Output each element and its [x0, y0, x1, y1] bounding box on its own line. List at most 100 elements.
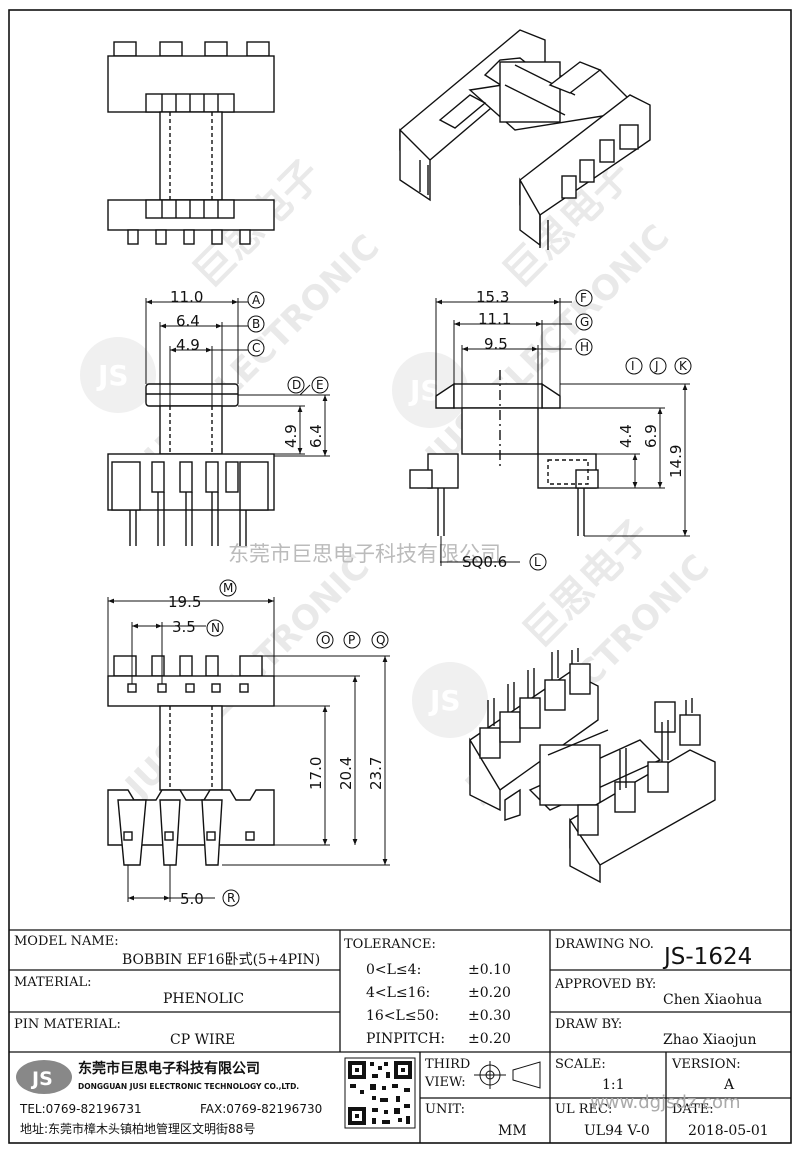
marker-a: A: [252, 293, 261, 307]
front-view-markers: [247, 291, 329, 394]
marker-q: Q: [376, 633, 385, 647]
version-label: VERSION:: [671, 1057, 741, 1072]
site-watermark: www.dgjsdz.com: [590, 1092, 741, 1113]
unit-label: UNIT:: [425, 1102, 465, 1117]
side-view-dims: [435, 298, 690, 566]
material-label: MATERIAL:: [14, 975, 91, 990]
drawing-no-label: DRAWING NO.: [555, 937, 654, 952]
approved-by-label: APPROVED BY:: [554, 977, 656, 992]
date-value: 2018-05-01: [688, 1123, 769, 1139]
bottom-view-labels: 19.5 3.5 17.0 20.4 23.7 5.0: [168, 593, 385, 908]
title-block: [9, 929, 791, 1143]
third-view-label-2: VIEW:: [424, 1075, 466, 1090]
draw-by-value: Zhao Xiaojun: [663, 1032, 757, 1048]
logo-watermark-icon: [392, 352, 468, 428]
tolerance-value-2: ±0.20: [468, 985, 511, 1001]
dim-height-d: 4.9: [282, 424, 300, 448]
tolerance-value-3: ±0.30: [468, 1008, 511, 1024]
tolerance-range-3: 16<L≤50:: [366, 1008, 439, 1024]
tolerance-range-2: 4<L≤16:: [366, 985, 430, 1001]
dim-h2: 6.9: [642, 424, 660, 448]
company-logo: JS: [16, 1060, 72, 1094]
marker-p: P: [348, 633, 355, 647]
side-view: [409, 370, 599, 536]
front-view-dims: [145, 298, 330, 457]
company-name-cn: 东莞市巨思电子科技有限公司: [78, 1060, 260, 1077]
top-view: [107, 41, 275, 245]
model-name-value: BOBBIN EF16卧式(5+4PIN): [122, 952, 320, 968]
scale-label: SCALE:: [555, 1057, 606, 1072]
dim-height-q: 23.7: [367, 757, 385, 790]
third-angle-icon: [474, 1061, 541, 1089]
tolerance-range-1: 0<L≤4:: [366, 962, 421, 978]
version-value: A: [723, 1077, 735, 1093]
marker-l: L: [534, 555, 541, 569]
marker-i: I: [631, 359, 635, 373]
logo-watermark-text: JS: [408, 374, 441, 407]
dim-r: 5.0: [180, 890, 204, 908]
ul-rec-value: UL94 V-0: [584, 1123, 650, 1139]
company-fax: FAX:0769-82196730: [200, 1102, 322, 1116]
marker-h: H: [580, 340, 589, 354]
scale-value: 1:1: [602, 1077, 625, 1093]
front-view-labels: 11.0 6.4 4.9 4.9 6.4: [170, 288, 325, 448]
tolerance-value-4: ±0.20: [468, 1031, 511, 1047]
marker-c: C: [252, 341, 260, 355]
marker-r: R: [227, 891, 235, 905]
bottom-view: [107, 655, 275, 866]
tolerance-range-4: PINPITCH:: [366, 1031, 445, 1047]
drawing-no-value: JS-1624: [662, 944, 752, 970]
pin-material-label: PIN MATERIAL:: [14, 1017, 121, 1032]
marker-o: O: [321, 633, 330, 647]
bottom-view-markers: [206, 579, 389, 907]
dim-width-m: 19.5: [168, 593, 201, 611]
date-label: DATE:: [672, 1102, 714, 1117]
logo-watermark-text: JS: [96, 359, 129, 392]
dim-pitch-n: 3.5: [172, 618, 196, 636]
dim-height-p: 20.4: [337, 757, 355, 790]
dim-pin-size: SQ0.6: [462, 553, 507, 571]
front-view: [107, 383, 275, 546]
company-address: 地址:东莞市樟木头镇柏地管理区文明街88号: [20, 1121, 255, 1136]
dim-width-b: 6.4: [176, 312, 200, 330]
material-value: PHENOLIC: [163, 991, 244, 1007]
marker-g: G: [580, 315, 589, 329]
model-name-label: MODEL NAME:: [14, 934, 119, 949]
marker-k: K: [679, 359, 688, 373]
unit-value: MM: [498, 1123, 527, 1139]
logo-watermark-icon: [412, 662, 488, 738]
svg-text:JS: JS: [30, 1068, 53, 1090]
company-tel: TEL:0769-82196731: [19, 1102, 142, 1116]
logo-watermark-text: JS: [428, 684, 461, 717]
company-name-en: DONGGUAN JUSI ELECTRONIC TECHNOLOGY CO.,…: [78, 1082, 299, 1091]
logo-watermark-icon: [80, 337, 156, 413]
dim-h3: 14.9: [667, 445, 685, 478]
approved-by-value: Chen Xiaohua: [663, 992, 762, 1008]
iso-view-bottom: [469, 648, 716, 884]
third-view-label: THIRD: [425, 1057, 470, 1072]
dim-height-e: 6.4: [307, 424, 325, 448]
sheet-border: [8, 9, 792, 1144]
marker-m: M: [223, 581, 233, 595]
bottom-view-dims: [107, 597, 390, 902]
side-view-labels: 15.3 11.1 9.5 4.4 6.9 14.9 SQ0.6: [462, 288, 685, 571]
qr-code-icon: [344, 1057, 416, 1129]
marker-d: D: [292, 378, 301, 392]
side-view-markers: [529, 289, 692, 571]
pin-material-value: CP WIRE: [170, 1032, 235, 1048]
dim-height-o: 17.0: [307, 757, 325, 790]
marker-j: J: [654, 359, 659, 373]
draw-by-label: DRAW BY:: [555, 1017, 622, 1032]
title-block-text: MODEL NAME: BOBBIN EF16卧式(5+4PIN) MATERI…: [14, 934, 769, 1139]
ul-rec-label: UL REC:: [555, 1102, 612, 1117]
marker-n: N: [211, 621, 220, 635]
tolerance-value-1: ±0.10: [468, 962, 511, 978]
iso-view-top: [399, 29, 651, 250]
dim-width-g: 11.1: [478, 310, 511, 328]
dim-width-a: 11.0: [170, 288, 203, 306]
tolerance-label: TOLERANCE:: [344, 937, 436, 952]
marker-b: B: [252, 317, 260, 331]
marker-e: E: [316, 378, 324, 392]
marker-f: F: [580, 291, 587, 305]
